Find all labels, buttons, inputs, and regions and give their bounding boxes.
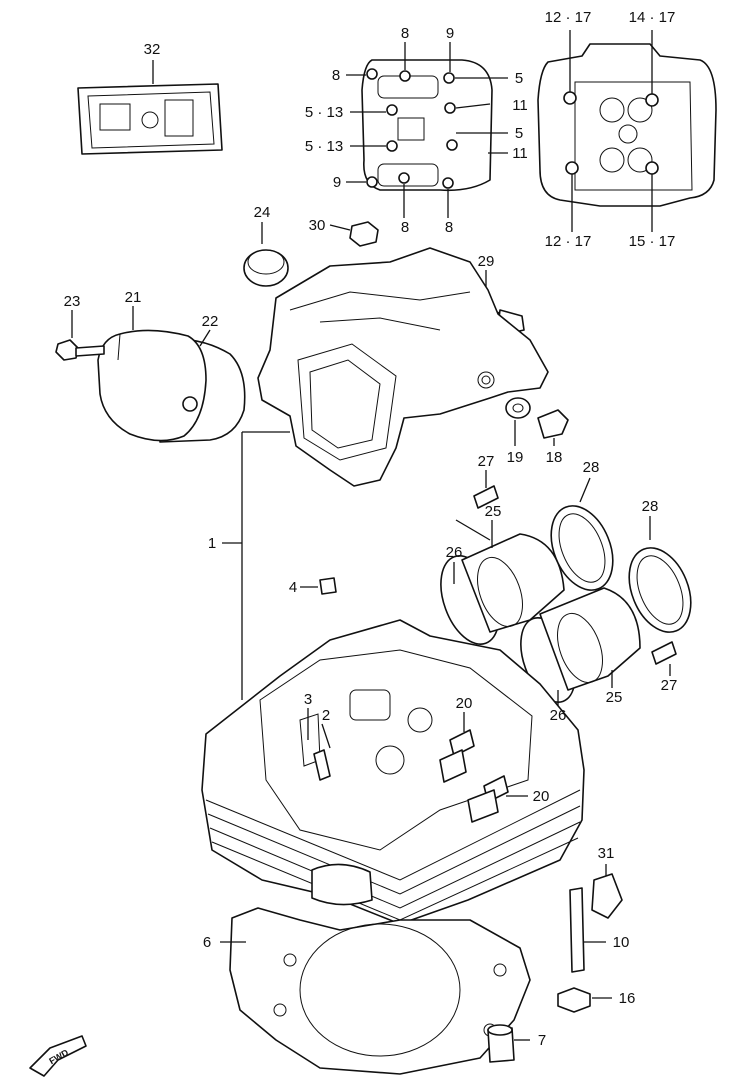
head-bolt-pattern-view — [346, 42, 508, 218]
label-32: 32 — [144, 41, 161, 58]
label-26: 26 — [446, 544, 463, 561]
label-18: 18 — [546, 449, 563, 466]
label-8: 8 — [332, 67, 340, 84]
part-16-nut — [557, 987, 612, 1013]
label-10: 10 — [613, 934, 630, 951]
label-5: 5 — [515, 125, 523, 142]
part-4-dowel — [300, 577, 337, 595]
label-21: 21 — [125, 289, 142, 306]
label-19: 19 — [507, 449, 524, 466]
part-6-head-gasket — [220, 907, 531, 1075]
part-27-bolts — [455, 470, 677, 676]
label-3: 3 — [304, 691, 312, 708]
label-28: 28 — [642, 498, 659, 515]
part-10-stud — [569, 887, 606, 973]
label-8: 8 — [401, 25, 409, 42]
part-1-bracket — [222, 431, 290, 700]
label-11: 11 — [512, 145, 528, 162]
label-20: 20 — [533, 788, 550, 805]
part-31-clip — [591, 864, 623, 919]
label-25: 25 — [485, 503, 502, 520]
label-12-17: 12 · 17 — [545, 9, 592, 26]
fwd-direction-badge: FWD — [29, 1035, 87, 1077]
label-23: 23 — [64, 293, 81, 310]
label-8: 8 — [401, 219, 409, 236]
label-29: 29 — [478, 253, 495, 270]
part-19-washer — [505, 397, 531, 446]
label-7: 7 — [538, 1032, 546, 1049]
label-5-13: 5 · 13 — [305, 104, 343, 121]
label-11: 11 — [512, 97, 528, 114]
label-5-13: 5 · 13 — [305, 138, 343, 155]
part-1-cylinder-head-upper — [257, 247, 549, 487]
label-30: 30 — [309, 217, 326, 234]
label-25: 25 — [606, 689, 623, 706]
label-26: 26 — [550, 707, 567, 724]
callout-labels: 32 8 9 8 5 5 · 13 11 5 5 · 13 11 9 8 8 1… — [64, 9, 678, 1049]
label-16: 16 — [619, 990, 636, 1007]
label-28: 28 — [583, 459, 600, 476]
label-1: 1 — [208, 535, 216, 552]
part-1-cylinder-head-lower — [201, 619, 585, 925]
label-6: 6 — [203, 934, 211, 951]
part-18-plug — [537, 409, 569, 446]
label-15-17: 15 · 17 — [629, 233, 676, 250]
part-28-clamps — [550, 477, 692, 633]
part-24-cap — [243, 222, 289, 287]
label-31: 31 — [598, 845, 615, 862]
part-20-spark-plugs — [439, 712, 528, 823]
label-8: 8 — [445, 219, 453, 236]
part-7-dowel — [487, 1024, 530, 1063]
label-2: 2 — [322, 707, 330, 724]
label-9: 9 — [333, 174, 341, 191]
part-25-26-leaders — [453, 520, 613, 706]
label-27: 27 — [661, 677, 678, 694]
label-24: 24 — [254, 204, 271, 221]
label-5: 5 — [515, 70, 523, 87]
label-22: 22 — [202, 313, 219, 330]
part-32-gasket-set — [77, 60, 223, 155]
part-2-3-valve-parts — [307, 708, 331, 781]
part-25-26-intake-pipes — [440, 533, 641, 703]
part-21-22-23-side-cover — [55, 306, 246, 443]
label-14-17: 14 · 17 — [629, 9, 676, 26]
label-27: 27 — [478, 453, 495, 470]
part-30-nut — [329, 221, 379, 247]
label-4: 4 — [289, 579, 297, 596]
label-9: 9 — [446, 25, 454, 42]
head-top-view-right — [537, 30, 717, 232]
label-12-17: 12 · 17 — [545, 233, 592, 250]
label-20: 20 — [456, 695, 473, 712]
